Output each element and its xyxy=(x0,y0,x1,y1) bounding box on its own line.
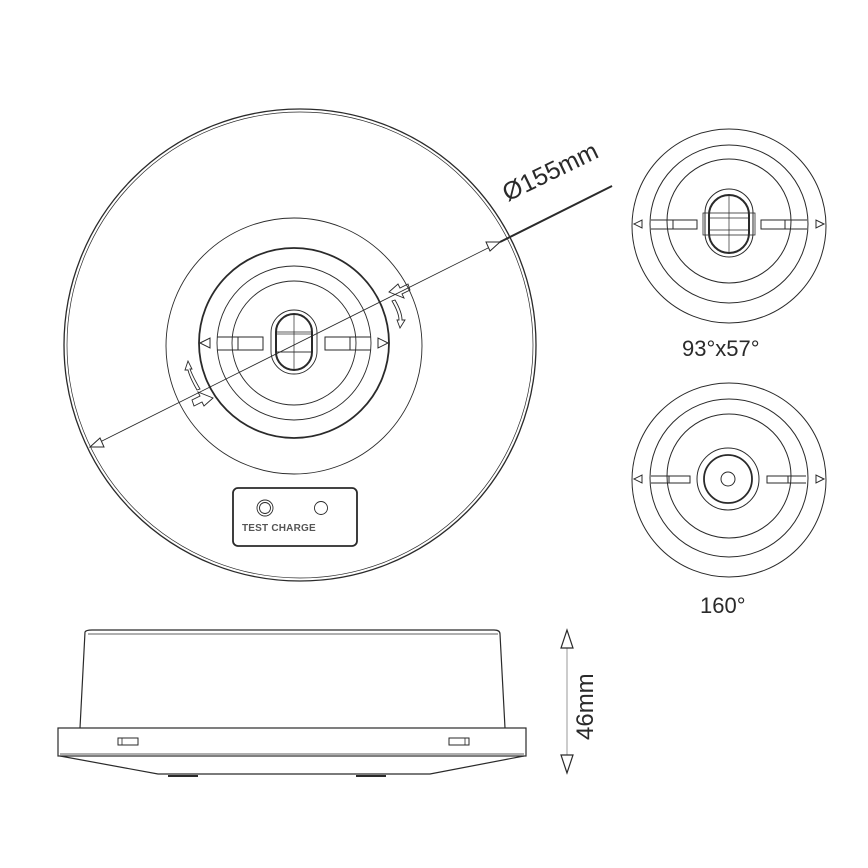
base-plate xyxy=(57,727,527,757)
diameter-dimension xyxy=(88,185,613,448)
optic-caption-93x57: 93°x57° xyxy=(682,336,760,361)
outer-rim xyxy=(63,108,537,582)
center-lens xyxy=(270,309,318,375)
diffuser-bevel xyxy=(59,755,525,775)
test-charge-label: TEST CHARGE xyxy=(242,523,316,534)
optic-view-93x57 xyxy=(631,128,827,324)
optic-caption-160: 160° xyxy=(700,593,746,618)
housing-body xyxy=(79,629,506,729)
side-view xyxy=(57,629,527,777)
clip-slots xyxy=(198,336,390,351)
side-clip-right xyxy=(448,737,470,746)
test-charge-panel xyxy=(232,487,358,547)
side-clip-left xyxy=(117,737,139,746)
top-view xyxy=(63,108,613,582)
optic-view-160 xyxy=(631,382,827,578)
rotate-arrows xyxy=(184,283,411,407)
test-button xyxy=(256,499,274,517)
height-label: 46mm xyxy=(572,673,599,740)
charge-led xyxy=(314,501,328,515)
mount-ring-outer xyxy=(165,217,423,475)
height-dimension xyxy=(560,628,574,775)
